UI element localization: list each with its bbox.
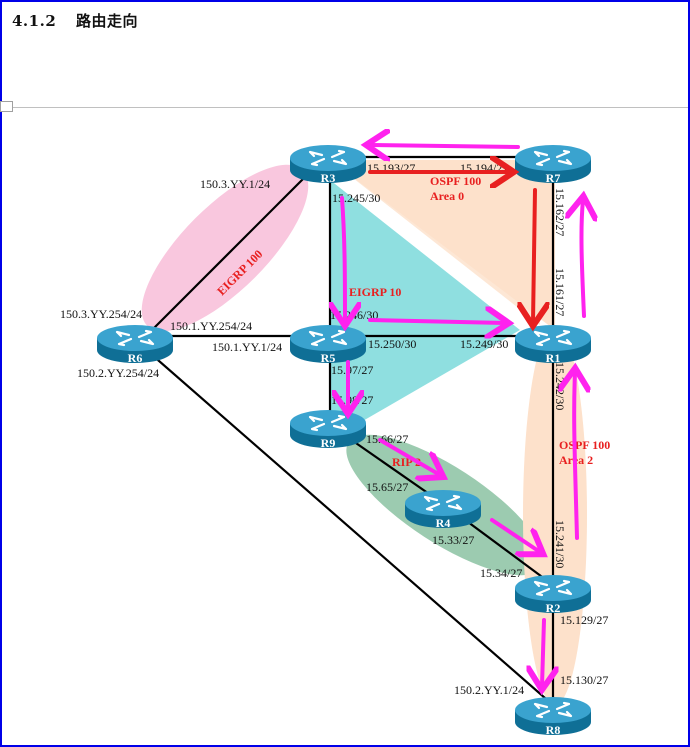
path-arrow-r4-to-r2 xyxy=(490,518,540,552)
link-r6-r8 xyxy=(134,339,554,706)
path-arrow-r5-to-r1 xyxy=(368,320,505,323)
path-arrow-r7-to-r3 xyxy=(370,145,520,147)
ip-label: 15.129/27 xyxy=(560,613,608,627)
router-label: R1 xyxy=(546,351,561,365)
red-arrow-r7-to-r1 xyxy=(533,188,535,322)
zone-white-gap xyxy=(345,185,520,320)
ip-label: 150.3.YY.1/24 xyxy=(200,177,270,191)
ip-label: 15.241/30 xyxy=(553,520,567,568)
ip-label: 15.130/27 xyxy=(560,673,608,687)
ospf-arrows xyxy=(368,172,535,322)
route-path-arrows xyxy=(342,145,584,686)
ip-label: 15.33/27 xyxy=(432,533,474,547)
ip-label: 15.34/27 xyxy=(480,566,522,580)
ip-label: 15.66/27 xyxy=(366,432,408,446)
router-label: R3 xyxy=(321,171,336,185)
router-r2[interactable]: R2 xyxy=(513,573,593,615)
section-heading: 4.1.2 路由走向 xyxy=(12,10,138,31)
ip-label: 15.65/27 xyxy=(366,480,408,494)
ip-label: 150.1.YY.1/24 xyxy=(212,340,282,354)
zone-label-ospf-area0-line1: OSPF 100 xyxy=(430,174,481,188)
router-label: R5 xyxy=(321,351,336,365)
router-label: R9 xyxy=(321,436,336,450)
router-r4[interactable]: R4 xyxy=(403,488,483,530)
router-r9[interactable]: R9 xyxy=(288,408,368,450)
router-label: R8 xyxy=(546,723,561,737)
router-r5[interactable]: R5 xyxy=(288,323,368,365)
ip-label: 15.245/30 xyxy=(332,191,380,205)
path-arrow-r2-to-r8 xyxy=(542,618,544,686)
router-r6[interactable]: R6 xyxy=(95,323,175,365)
zone-eigrp10 xyxy=(330,180,520,440)
ip-label: 150.1.YY.254/24 xyxy=(170,319,252,333)
router-label: R4 xyxy=(436,516,451,530)
path-arrow-r1-to-r7 xyxy=(581,200,584,318)
section-number: 4.1.2 xyxy=(12,12,57,30)
page-divider xyxy=(0,107,688,108)
ip-label: 15.250/30 xyxy=(368,337,416,351)
section-title: 路由走向 xyxy=(76,12,139,30)
router-r7[interactable]: R7 xyxy=(513,143,593,185)
ip-label: 15.161/27 xyxy=(553,268,567,316)
zone-ospf-area0-left xyxy=(330,160,540,325)
zone-label-ospf-area0-line2: Area 0 xyxy=(430,189,464,203)
router-r1[interactable]: R1 xyxy=(513,323,593,365)
ip-label: 15.98/27 xyxy=(331,393,373,407)
anchor-marker-icon xyxy=(0,101,13,112)
zone-eigrp100 xyxy=(141,164,309,332)
ip-label: 15.249/30 xyxy=(460,337,508,351)
path-arrow-r3-to-r5 xyxy=(342,196,345,322)
path-arrow-r2-to-r1 xyxy=(574,372,577,540)
ip-label: 15.242/30 xyxy=(553,362,567,410)
router-label: R2 xyxy=(546,601,561,615)
path-arrow-r9-to-r4 xyxy=(378,438,440,475)
ip-label: 150.2.YY.254/24 xyxy=(77,366,159,380)
ip-label: 15.162/27 xyxy=(553,188,567,236)
link-r3-r6 xyxy=(149,171,311,333)
router-r8[interactable]: R8 xyxy=(513,695,593,737)
router-r3[interactable]: R3 xyxy=(288,143,368,185)
zone-label-ospf-area2-line1: OSPF 100 xyxy=(559,438,610,452)
ip-label: 15.97/27 xyxy=(331,363,373,377)
router-label: R6 xyxy=(128,351,143,365)
router-label: R7 xyxy=(546,171,561,185)
ip-label: 150.3.YY.254/24 xyxy=(60,307,142,321)
ip-label: 150.2.YY.1/24 xyxy=(454,683,524,697)
zone-label-eigrp10: EIGRP 10 xyxy=(349,285,401,299)
